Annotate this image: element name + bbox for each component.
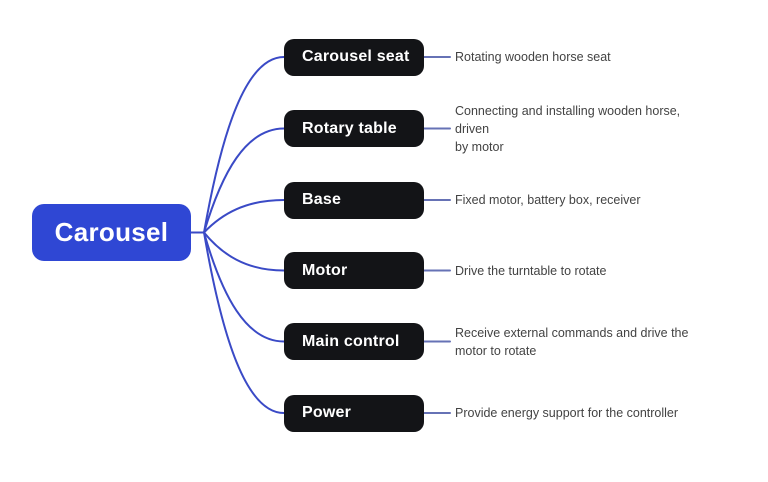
branch-curve-base: [203, 199, 285, 234]
child-node-label: Power: [302, 404, 352, 421]
node-main-control[interactable]: Main control: [284, 323, 424, 360]
node-rotary-table[interactable]: Rotary table: [284, 110, 424, 147]
description-motor[interactable]: Drive the turntable to rotate: [455, 262, 707, 280]
description-base[interactable]: Fixed motor, battery box, receiver: [455, 191, 707, 209]
child-node-label: Base: [302, 191, 342, 208]
node-motor[interactable]: Motor: [284, 252, 424, 289]
branch-curve-rotary-table: [203, 127, 285, 234]
child-node-label: Main control: [302, 332, 400, 350]
branch-curve-motor: [203, 231, 285, 272]
description-text: Provide energy support for the controlle…: [455, 406, 679, 420]
child-node-label: Carousel seat: [302, 48, 410, 65]
description-text: Connecting and installing wooden horse, …: [455, 103, 681, 154]
branch-curve-main-control: [203, 231, 285, 343]
node-base[interactable]: Base: [284, 181, 424, 219]
child-node-label: Rotary table: [302, 119, 397, 137]
root-node-label: Carousel: [54, 217, 169, 247]
description-power[interactable]: Provide energy support for the controlle…: [455, 404, 707, 422]
description-text: Rotating wooden horse seat: [455, 50, 611, 64]
node-power[interactable]: Power: [284, 394, 424, 432]
branch-curve-power: [203, 231, 285, 414]
description-main-control[interactable]: Receive external commands and drive the …: [455, 324, 707, 360]
description-text: Fixed motor, battery box, receiver: [455, 193, 641, 207]
node-carousel-seat[interactable]: Carousel seat: [284, 38, 424, 76]
description-text: Receive external commands and drive the …: [455, 325, 689, 358]
description-text: Drive the turntable to rotate: [455, 263, 607, 278]
branch-curve-carousel-seat: [203, 56, 285, 234]
description-rotary-table[interactable]: Connecting and installing wooden horse, …: [455, 102, 707, 156]
child-node-label: Motor: [302, 261, 348, 279]
node-root[interactable]: Carousel: [32, 204, 191, 261]
description-carousel-seat[interactable]: Rotating wooden horse seat: [455, 48, 707, 66]
